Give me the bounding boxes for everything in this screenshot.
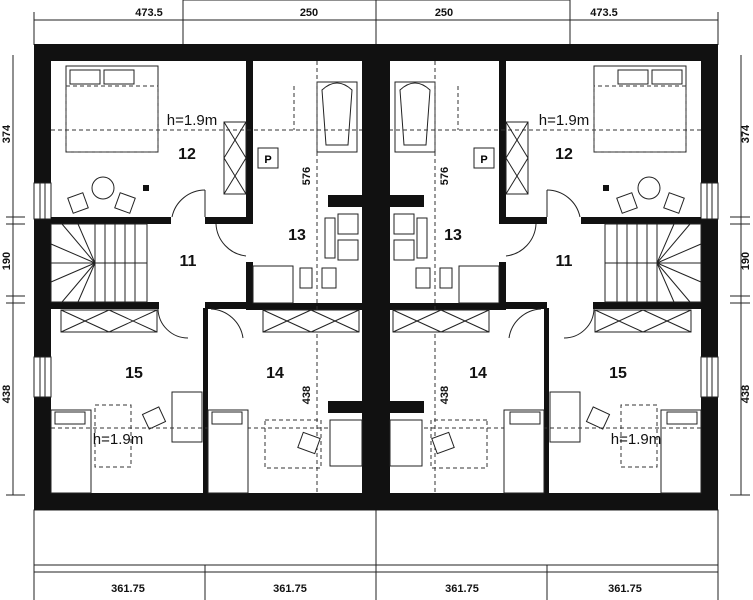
left-dim-1: 374 [1,124,13,143]
top-dim-2: 250 [300,7,318,19]
room-13-right: 13 [444,227,462,244]
party-wall [362,44,390,510]
room-14-right: 14 [469,365,487,382]
room-14-left: 14 [266,365,284,382]
height-label-right-top: h=1.9m [539,112,589,129]
inner-dim-576-left: 576 [301,167,313,185]
room-15-right: 15 [609,365,627,382]
staircase-left [50,223,148,303]
height-label-left-top: h=1.9m [167,112,217,129]
p-symbol-left: P [264,154,271,166]
room-12-right: 12 [555,146,573,163]
inner-dim-576-right: 576 [439,167,451,185]
inner-dim-438-right: 438 [439,386,451,404]
right-dimension-line: 374 190 438 [730,55,752,496]
top-dim-4: 473.5 [590,7,618,19]
top-dim-3: 250 [435,7,453,19]
room-15-left: 15 [125,365,143,382]
room-11-left: 11 [180,253,197,270]
bottom-dim-2: 361.75 [273,583,307,595]
room-11-right: 11 [556,253,573,270]
room-12-left: 12 [178,146,196,163]
room-13-left: 13 [288,227,306,244]
left-dim-2: 190 [1,252,13,270]
p-symbol-right: P [480,154,487,166]
bottom-dim-3: 361.75 [445,583,479,595]
staircase-right [604,223,702,303]
left-dim-3: 438 [1,385,13,403]
height-label-left-bottom: h=1.9m [93,431,143,448]
bottom-dimension-line: 361.75 361.75 361.75 361.75 [33,510,719,600]
left-dimension-line: 374 190 438 [1,55,25,496]
right-unit [389,61,702,494]
wardrobe-row-left [60,309,360,333]
windows [33,182,719,398]
bottom-dim-4: 361.75 [608,583,642,595]
right-dim-1: 374 [740,124,752,143]
top-dimension-line: 473.5 250 250 473.5 [33,0,719,45]
right-dim-2: 190 [740,252,752,270]
height-label-right-bottom: h=1.9m [611,431,661,448]
inner-dim-438-left: 438 [301,386,313,404]
bottom-dim-1: 361.75 [111,583,145,595]
top-dim-1: 473.5 [135,7,163,19]
right-dim-3: 438 [740,385,752,403]
left-unit: P [50,61,363,494]
